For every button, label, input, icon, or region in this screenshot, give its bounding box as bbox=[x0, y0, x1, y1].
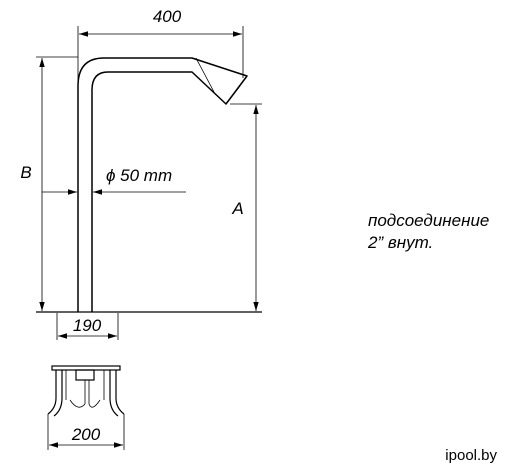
dimension-spout-length: 400 bbox=[77, 7, 244, 86]
pipe-diameter-label: ϕ 50 mm bbox=[106, 166, 172, 185]
brand-label: ipool.by bbox=[445, 447, 497, 464]
flange-width-label: 200 bbox=[71, 425, 101, 444]
dimension-pipe-diameter: ϕ 50 mm bbox=[42, 166, 186, 195]
spout-inner-line bbox=[195, 57, 215, 93]
mounting-spindle bbox=[75, 369, 95, 381]
dimension-base-width: 190 bbox=[56, 313, 119, 340]
spout-outlet-lip bbox=[225, 85, 241, 105]
mounting-leg-right-inner bbox=[109, 370, 119, 417]
dimension-spout-height: A bbox=[230, 103, 262, 311]
base-width-label: 190 bbox=[73, 316, 102, 335]
connection-note-line2: 2” внут. bbox=[367, 233, 433, 252]
mounting-wing-right bbox=[88, 399, 101, 408]
spout-length-label: 400 bbox=[153, 7, 182, 26]
mounting-leg-left bbox=[47, 370, 57, 415]
spout-height-label: A bbox=[231, 199, 243, 218]
mounting-wing-left bbox=[69, 399, 86, 408]
faucet-pipe-outer bbox=[77, 57, 248, 312]
connection-note-line1: подсоединение bbox=[368, 211, 489, 230]
mounting-leg-left-inner bbox=[53, 370, 63, 417]
connection-note: подсоединение 2” внут. bbox=[367, 211, 489, 252]
mounting-detail: 200 bbox=[47, 365, 125, 450]
dimension-total-height: B bbox=[20, 56, 78, 311]
faucet-outline bbox=[77, 57, 248, 312]
mounting-leg-right bbox=[115, 370, 125, 415]
total-height-label: B bbox=[20, 163, 31, 182]
mounting-plate bbox=[51, 365, 121, 371]
